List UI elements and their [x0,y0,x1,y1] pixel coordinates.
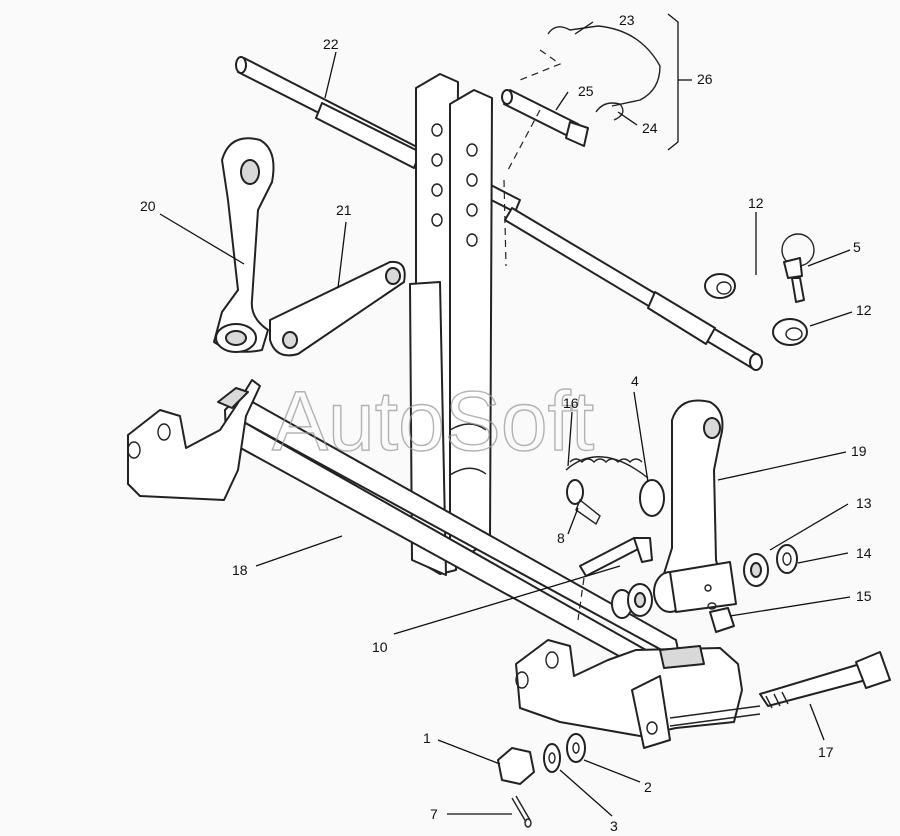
pin-assembly-top [501,13,679,171]
leader-lines [159,21,853,817]
left-hitch-bracket [127,379,261,501]
callout-12-lower: 12 [856,302,872,318]
callout-26: 26 [697,71,713,87]
callout-17: 17 [818,744,834,760]
collars-12 [704,273,808,346]
nut-washers [497,733,586,828]
callout-3: 3 [610,818,618,834]
lift-arm-19 [653,399,737,613]
callout-10: 10 [372,639,388,655]
callout-24: 24 [642,120,658,136]
ring-pin-5 [781,233,815,303]
callout-21: 21 [336,202,352,218]
callout-5: 5 [853,239,861,255]
bent-pin-10 [577,537,653,621]
chain-assembly [565,456,665,526]
callout-13: 13 [856,495,872,511]
callout-14: 14 [856,545,872,561]
callout-8: 8 [557,530,565,546]
watermark-text: AutoSoft [272,374,594,468]
callout-20: 20 [140,198,156,214]
bolt-17 [759,651,891,709]
callout-4: 4 [631,373,639,389]
callout-19: 19 [851,443,867,459]
right-hitch-bracket [515,639,761,749]
bushing-stack [611,544,798,619]
callout-25: 25 [578,83,594,99]
callout-labels: 23 24 25 26 22 20 21 12 5 12 4 16 19 13 … [140,12,872,834]
callout-2: 2 [644,779,652,795]
callout-22: 22 [323,36,339,52]
column-holes [431,123,478,247]
callout-1: 1 [423,730,431,746]
link-plate-21 [269,260,406,357]
lift-arm-20 [213,137,275,353]
callout-12-upper: 12 [748,195,764,211]
grease-nipple-15 [707,602,735,633]
callout-15: 15 [856,588,872,604]
callout-18: 18 [232,562,248,578]
callout-7: 7 [430,806,438,822]
callout-16: 16 [563,395,579,411]
callout-23: 23 [619,12,635,28]
